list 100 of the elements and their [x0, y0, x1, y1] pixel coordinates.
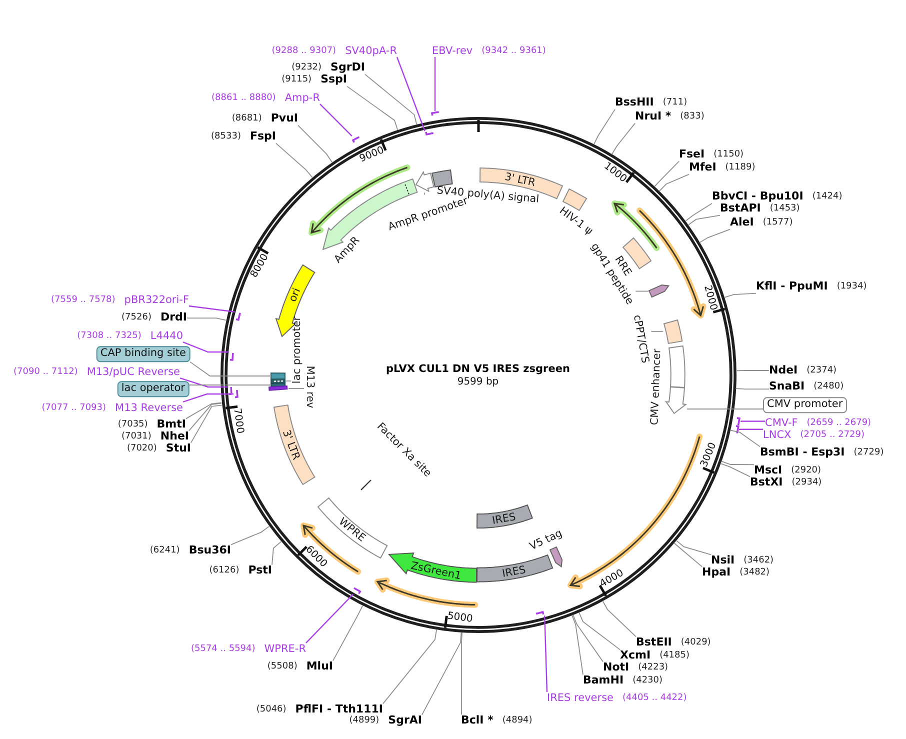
primer-mark [736, 416, 740, 426]
primer-name: SV40pA-R [345, 44, 397, 58]
leader-line [730, 430, 760, 448]
leader-line [186, 402, 222, 420]
cut-position: (4230) [632, 676, 663, 686]
primer-location: (9288 .. 9307) [272, 46, 336, 56]
primer-location: (7090 .. 7112) [14, 366, 78, 378]
cut-position: (5046) [256, 704, 286, 716]
enzyme-name: BstEII [636, 636, 672, 650]
enzyme-name: BsmBI - Esp3I [760, 446, 845, 460]
cut-position: (1424) [812, 192, 842, 202]
cut-position: (9115) [282, 74, 312, 86]
primer-name: WPRE-R [264, 642, 306, 656]
leader-line [740, 420, 765, 422]
primer-location: (7308 .. 7325) [77, 330, 142, 342]
leader-line [180, 377, 228, 388]
primer-location: (5574 .. 5594) [190, 644, 256, 654]
cut-position: (1577) [762, 218, 793, 228]
enzyme-name: BbvCI - Bpu10I [712, 190, 804, 204]
cut-position: (4223) [638, 662, 668, 674]
cut-position: (3482) [740, 568, 770, 578]
primer-name: LNCX [763, 428, 792, 442]
leader-line [396, 56, 426, 132]
primer-location: (8861 .. 8880) [212, 92, 276, 104]
leader-line [422, 632, 462, 716]
cut-position: (711) [662, 98, 688, 108]
cut-position: (1934) [836, 282, 867, 292]
enzyme-name: SgrAI [388, 714, 422, 728]
primer-location: (2659 .. 2679) [806, 418, 872, 428]
primer-location: (7077 .. 7093) [42, 402, 106, 414]
primer-name: L4440 [150, 330, 183, 342]
cut-position: (4185) [660, 650, 690, 662]
cut-position: (1189) [725, 162, 756, 174]
primer-name: Amp-R [284, 92, 320, 104]
leader-line [434, 57, 436, 111]
feature-tag: CAP binding site [96, 346, 190, 362]
leader-line [724, 292, 756, 298]
enzyme-name: BssHII [615, 96, 654, 110]
primer-name: IRES reverse [547, 692, 614, 704]
leader-line [182, 393, 234, 403]
cut-position: (4894) [502, 716, 532, 726]
cut-position: (7031) [121, 432, 152, 442]
enzyme-name: XcmI [620, 650, 651, 662]
enzyme-name: PflFI - Tth111I [295, 704, 383, 716]
feature-tag: CMV promoter [763, 397, 847, 413]
enzyme-name: StuI [166, 442, 191, 456]
enzyme-name: NdeI [769, 364, 798, 378]
primer-name: M13/pUC Reverse [86, 366, 180, 378]
enzyme-name: AleI [730, 216, 754, 230]
leader-line [382, 629, 438, 704]
enzyme-name: MscI [754, 464, 782, 478]
leader-line [182, 341, 229, 353]
cut-position: (3462) [744, 556, 774, 566]
enzyme-name: BmtI [156, 418, 186, 431]
enzyme-name: NheI [160, 430, 189, 443]
enzyme-name: MluI [306, 660, 333, 674]
leader-line [736, 370, 770, 372]
cut-position: (6241) [150, 546, 180, 556]
leader-line [186, 318, 226, 321]
enzyme-name: SgrDI [330, 62, 365, 74]
enzyme-name: DrdI [160, 312, 187, 324]
cut-position: (2934) [792, 478, 822, 488]
leader-line [188, 305, 235, 313]
cut-position: (4029) [680, 638, 711, 648]
primer-mark [430, 110, 440, 117]
leader-line [188, 402, 222, 432]
leader-line [364, 74, 418, 125]
cut-position: (2374) [806, 366, 837, 376]
leader-line [572, 614, 584, 676]
cut-position: (7035) [118, 420, 148, 430]
cut-position: (9232) [292, 62, 322, 74]
cut-position: (2729) [854, 448, 884, 458]
cut-position: (7020) [126, 444, 157, 454]
cut-position: (2920) [791, 466, 822, 476]
primer-name: M13 Reverse [115, 402, 183, 414]
enzyme-name: Bsu36I [188, 544, 231, 558]
cut-position: (5508) [267, 662, 298, 672]
enzyme-name: SnaBI [769, 380, 805, 394]
leader-line [738, 428, 763, 430]
leader-line [461, 632, 463, 716]
enzyme-name: BamHI [583, 674, 624, 688]
primer-name: CMV-F [765, 416, 798, 430]
primer-location: (4405 .. 4422) [622, 692, 687, 704]
leader-line [190, 404, 222, 444]
enzyme-name: KflI - PpuMI [756, 280, 828, 294]
cut-position: (1453) [770, 204, 800, 214]
enzyme-name: NruI * [635, 110, 672, 124]
primer-name: pBR322ori-F [124, 294, 189, 306]
cut-position: (7526) [122, 312, 152, 324]
feature-tag: lac operator [117, 381, 189, 397]
cut-position: (4899) [349, 716, 380, 726]
primer-location: (9342 .. 9361) [482, 46, 546, 56]
primer-name: EBV-rev [432, 44, 473, 58]
primer-location: (2705 .. 2729) [800, 430, 865, 440]
enzyme-name: BclI * [461, 714, 494, 728]
enzyme-name: BstXI [750, 476, 783, 490]
leader-line [735, 388, 770, 390]
cut-position: (833) [680, 112, 704, 122]
enzyme-name: SspI [320, 74, 347, 86]
primer-location: (7559 .. 7578) [51, 294, 116, 306]
